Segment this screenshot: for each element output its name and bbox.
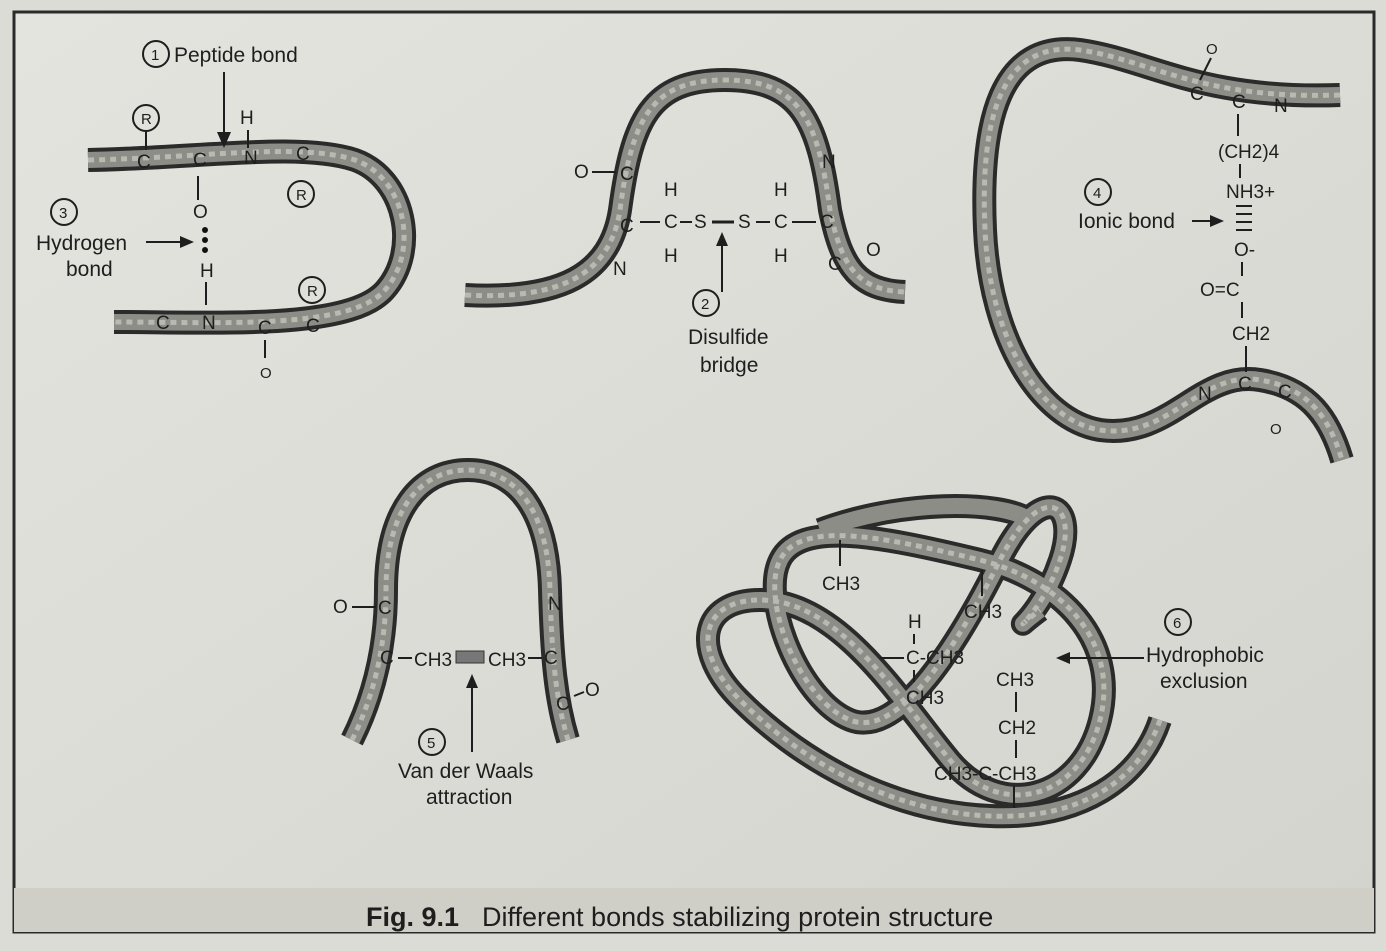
number-label: 5 [427, 735, 435, 752]
h-bond-dot [202, 247, 208, 253]
h-bond-dot [202, 227, 208, 233]
number-label: 6 [1173, 615, 1181, 632]
atom-c: C [1278, 382, 1292, 403]
methyl-group-right: CH3 [488, 650, 526, 671]
atom-c: C [774, 212, 788, 233]
atom-n: N [1198, 384, 1212, 405]
side-chain-group: (CH2)4 [1218, 142, 1280, 163]
atom-c: C [258, 318, 272, 339]
atom-c: C [544, 648, 558, 669]
atom-o: O [1206, 41, 1218, 58]
figure-caption: Different bonds stabilizing protein stru… [482, 902, 993, 932]
atom-c: C [828, 254, 842, 275]
hydrogen-bond-label: Hydrogen [36, 232, 127, 255]
number-label: 1 [151, 47, 159, 64]
hydrophobic-group: CH3 [906, 688, 944, 709]
atom-o: O [585, 680, 600, 701]
atom-h: H [664, 180, 678, 201]
atom-c: C [620, 164, 634, 185]
hydrophobic-group: CH3 [822, 574, 860, 595]
disulfide-label-2: bridge [700, 354, 758, 377]
atom-c: C [820, 212, 834, 233]
number-label: 3 [59, 205, 67, 222]
vdw-attraction-mark [456, 651, 484, 663]
hydrophobic-label-2: exclusion [1160, 670, 1248, 693]
atom-r: R [296, 187, 307, 204]
number-label: 2 [701, 296, 709, 313]
atom-o: O [193, 202, 208, 223]
atom-h: H [774, 180, 788, 201]
side-chain-group: O- [1234, 240, 1255, 261]
atom-h: H [200, 261, 214, 282]
atom-c: C [380, 648, 394, 669]
atom-c: C [156, 313, 170, 334]
hydrophobic-group: C-CH3 [906, 648, 964, 669]
hydrophobic-group: CH2 [998, 718, 1036, 739]
atom-h: H [240, 108, 254, 129]
atom-o: O [866, 240, 881, 261]
atom-c: C [1238, 374, 1252, 395]
hydrophobic-label: Hydrophobic [1146, 644, 1264, 667]
atom-h: H [664, 246, 678, 267]
atom-n: N [1274, 96, 1288, 117]
atom-c: C [137, 152, 151, 173]
figure-caption-number: Fig. 9.1 [366, 902, 459, 932]
atom-n: N [244, 148, 258, 169]
hydrophobic-group: H [908, 612, 922, 633]
atom-o: O [260, 365, 272, 382]
atom-n: N [613, 259, 627, 280]
atom-s: S [738, 212, 751, 233]
atom-c: C [193, 150, 207, 171]
atom-o: O [333, 597, 348, 618]
peptide-bond-label: Peptide bond [174, 44, 298, 67]
hydrophobic-group: CH3 [964, 602, 1002, 623]
atom-c: C [664, 212, 678, 233]
h-bond-dot [202, 237, 208, 243]
methyl-group-left: CH3 [414, 650, 452, 671]
side-chain-group: NH3+ [1226, 182, 1275, 203]
atom-c: C [556, 694, 570, 715]
hydrophobic-group: CH3 [996, 670, 1034, 691]
atom-r: R [141, 111, 152, 128]
atom-c: C [1232, 92, 1246, 113]
atom-s: S [694, 212, 707, 233]
vdw-label-2: attraction [426, 786, 512, 809]
atom-c: C [296, 144, 310, 165]
vdw-label: Van der Waals [398, 760, 533, 783]
atom-n: N [202, 313, 216, 334]
side-chain-group: O=C [1200, 280, 1240, 301]
hydrophobic-group: CH3-C-CH3 [934, 764, 1036, 785]
atom-n: N [822, 152, 836, 173]
ionic-bond-label: Ionic bond [1078, 210, 1175, 233]
hydrogen-bond-label-2: bond [66, 258, 113, 281]
atom-c: C [1190, 84, 1204, 105]
atom-c: C [620, 216, 634, 237]
atom-r: R [307, 283, 318, 300]
number-label: 4 [1093, 185, 1101, 202]
atom-h: H [774, 246, 788, 267]
disulfide-label: Disulfide [688, 326, 769, 349]
atom-c: C [306, 316, 320, 337]
atom-n: N [548, 594, 562, 615]
atom-o: O [1270, 421, 1282, 438]
atom-c: C [378, 598, 392, 619]
side-chain-group: CH2 [1232, 324, 1270, 345]
atom-o: O [574, 162, 589, 183]
